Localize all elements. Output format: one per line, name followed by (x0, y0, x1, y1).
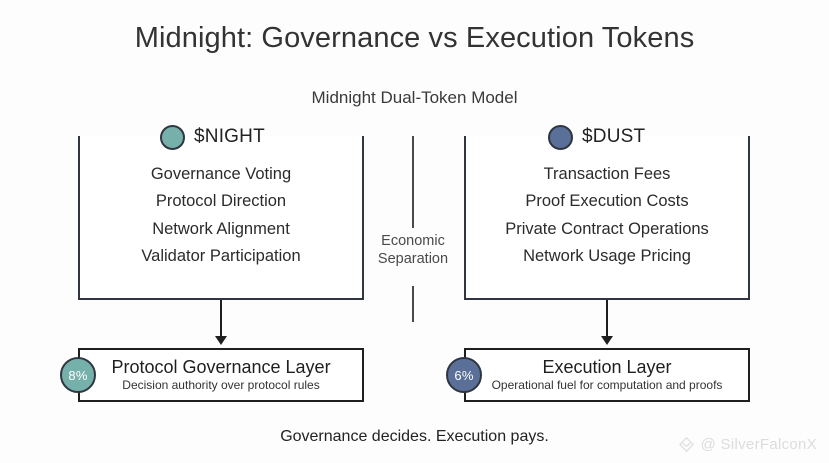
falcon-diamond-icon (678, 436, 695, 453)
layer-execution-title: Execution Layer (542, 356, 672, 377)
panel-night-header: $NIGHT (160, 123, 265, 151)
layer-execution-subtitle: Operational fuel for computation and pro… (491, 378, 723, 393)
panel-night-item: Protocol Direction (155, 192, 287, 211)
arrow-dust-to-execution-line (606, 300, 608, 336)
panel-dust-item: Proof Execution Costs (525, 192, 689, 211)
panel-dust-item: Private Contract Operations (505, 219, 709, 238)
governance-percent-badge: 8% (60, 357, 96, 393)
panel-dust-items: Transaction Fees Proof Execution Costs P… (466, 165, 748, 265)
panel-night-item: Validator Participation (141, 246, 301, 265)
economic-separation-divider-lower (412, 286, 414, 322)
dust-token-dot-icon (548, 124, 573, 150)
arrow-dust-to-execution-head (601, 336, 613, 345)
panel-dust-header: $DUST (548, 123, 645, 151)
arrow-night-to-governance-line (220, 300, 222, 336)
layer-governance-title: Protocol Governance Layer (111, 356, 331, 377)
panel-dust: Transaction Fees Proof Execution Costs P… (464, 136, 750, 300)
night-token-label: $NIGHT (194, 126, 265, 147)
execution-percent-badge: 6% (446, 357, 482, 393)
page-subtitle: Midnight Dual-Token Model (311, 88, 518, 107)
panel-night-item: Governance Voting (150, 165, 292, 183)
economic-separation-line-1: Economic (381, 233, 445, 249)
watermark: @ SilverFalconX (678, 436, 817, 453)
panel-night-item: Network Alignment (152, 219, 290, 238)
arrow-night-to-governance-head (215, 336, 227, 345)
economic-separation-label: Economic Separation (358, 232, 468, 268)
watermark-label: @ SilverFalconX (700, 436, 817, 453)
dust-token-label: $DUST (582, 126, 646, 147)
layer-box-execution: Execution Layer Operational fuel for com… (464, 348, 750, 402)
governance-percent-badge-label: 8% (68, 367, 88, 383)
execution-percent-badge-label: 6% (454, 367, 474, 383)
economic-separation-divider-upper (412, 136, 414, 228)
panel-dust-item: Network Usage Pricing (523, 246, 691, 265)
layer-box-governance: Protocol Governance Layer Decision autho… (78, 348, 364, 402)
layer-governance-subtitle: Decision authority over protocol rules (122, 378, 320, 393)
panel-night: Governance Voting Protocol Direction Net… (78, 136, 364, 300)
economic-separation-line-2: Separation (377, 251, 449, 268)
footer-note: Governance decides. Execution pays. (280, 428, 549, 445)
night-token-dot-icon (160, 124, 185, 150)
panel-night-items: Governance Voting Protocol Direction Net… (80, 165, 362, 265)
page-title: Midnight: Governance vs Execution Tokens (134, 22, 695, 54)
panel-dust-item: Transaction Fees (543, 165, 671, 183)
